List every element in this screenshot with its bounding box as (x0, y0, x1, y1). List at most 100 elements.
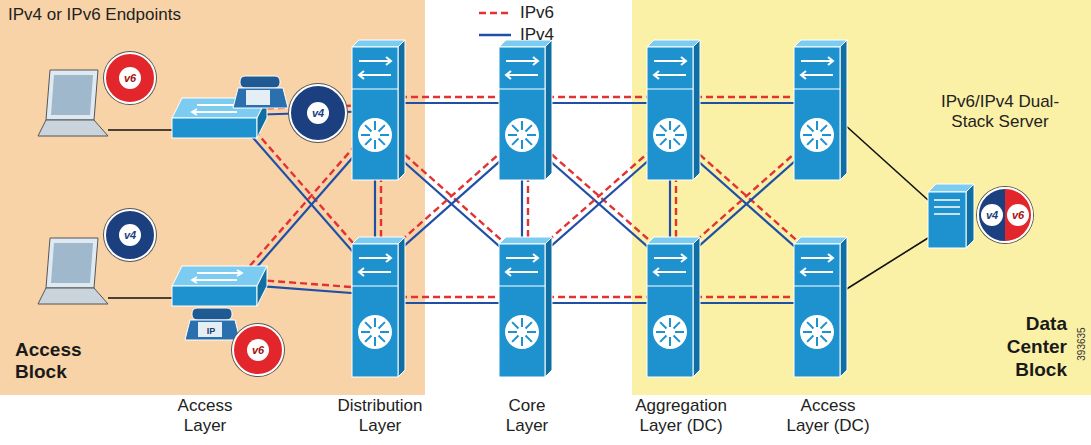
switch-front (352, 244, 398, 377)
router-disc (358, 118, 392, 152)
router-spoke (803, 134, 812, 136)
router-spoke (512, 336, 518, 342)
figure-number: 393635 (1072, 322, 1091, 366)
multilayer-switch (499, 40, 552, 180)
access-switch (172, 266, 267, 306)
switch-top (647, 237, 700, 244)
switch-arrow (506, 57, 538, 65)
switch-arrow (801, 254, 833, 262)
server-front (928, 192, 966, 248)
switch-arrow (506, 254, 538, 262)
badge-text: v6 (1007, 204, 1029, 226)
router-spoke (656, 134, 665, 136)
router-spoke (512, 125, 518, 131)
switch-front (499, 47, 545, 180)
switch-divider (499, 88, 545, 89)
switch-arrow (654, 71, 686, 79)
switch-arrow (506, 268, 538, 276)
switch-front (794, 244, 840, 377)
legend-sample (478, 8, 512, 18)
router-disc (800, 118, 834, 152)
phone-label: IP (202, 321, 220, 341)
laptop-screen (51, 243, 93, 283)
router-spoke (365, 336, 371, 342)
legend-line (479, 34, 511, 37)
switch-arrow (359, 268, 391, 276)
layer-label: Core Layer (497, 396, 557, 436)
server-drive (934, 213, 960, 215)
router-spoke (361, 134, 370, 136)
router-spoke (807, 336, 813, 342)
router-spoke (365, 139, 371, 145)
cable (845, 125, 928, 200)
legend-line (479, 12, 511, 15)
router-spoke (512, 139, 518, 145)
phone-face (246, 90, 270, 105)
region-heading: IPv4 or IPv6 Endpoints (0, 5, 425, 25)
switch-top (647, 40, 700, 47)
switch-front (172, 118, 257, 138)
multilayer-switch (794, 237, 847, 377)
layer-label: Distribution Layer (330, 396, 430, 436)
cable (108, 297, 172, 299)
access-block-region: IPv4 or IPv6 EndpointsAccess Blockv6v4v4… (0, 0, 425, 395)
switch-top (794, 237, 847, 244)
router-spoke (822, 134, 831, 136)
laptop-base (38, 288, 108, 304)
legend-row: IPv6 (478, 3, 554, 23)
router-spoke (660, 139, 666, 145)
router-spoke (660, 322, 666, 328)
router-spoke (675, 134, 684, 136)
server-drive (934, 199, 960, 201)
router-disc (653, 118, 687, 152)
switch-top (499, 237, 552, 244)
legend-text: IPv4 (520, 25, 554, 45)
switch-arrow (654, 57, 686, 65)
router-spoke (527, 331, 536, 333)
switch-divider (352, 285, 398, 286)
router-spoke (526, 336, 532, 342)
phone-handset (192, 308, 232, 320)
router-spoke (380, 134, 389, 136)
switch-arrow (801, 71, 833, 79)
router-spoke (807, 125, 813, 131)
switch-side (840, 237, 847, 377)
ipv4-badge: v4 (289, 84, 347, 142)
switch-arrow (359, 254, 391, 262)
switch-side (398, 40, 405, 180)
switch-arrow (192, 277, 237, 283)
switch-front (352, 47, 398, 180)
multilayer-switch (352, 237, 405, 377)
router-spoke (512, 322, 518, 328)
router-spoke (821, 139, 827, 145)
data-center-block-ground (632, 0, 1091, 395)
switch-divider (647, 88, 693, 89)
badge-text: v4 (119, 224, 141, 246)
router-spoke (816, 318, 818, 327)
switch-front (647, 47, 693, 180)
server (928, 184, 974, 248)
router-spoke (669, 337, 671, 346)
router-spoke (821, 322, 827, 328)
server-side (966, 184, 974, 248)
server-node: IPv6/IPv4 Dual-Stack Serverv4v6 (925, 92, 1075, 252)
laptop-lid (46, 70, 98, 120)
server-label: IPv6/IPv4 Dual-Stack Server (925, 92, 1075, 132)
router-spoke (669, 318, 671, 327)
router-spoke (374, 318, 376, 327)
legend-sample (478, 30, 512, 40)
legend-text: IPv6 (520, 3, 554, 23)
switch-arrow (654, 254, 686, 262)
router-spoke (675, 331, 684, 333)
laptop (38, 70, 108, 136)
laptop-base (38, 120, 108, 136)
router-disc (800, 315, 834, 349)
router-spoke (816, 337, 818, 346)
laptop-screen (51, 75, 93, 115)
badge-text: v6 (119, 67, 141, 89)
switch-divider (794, 285, 840, 286)
router-disc (653, 315, 687, 349)
switch-divider (352, 88, 398, 89)
router-spoke (816, 121, 818, 130)
